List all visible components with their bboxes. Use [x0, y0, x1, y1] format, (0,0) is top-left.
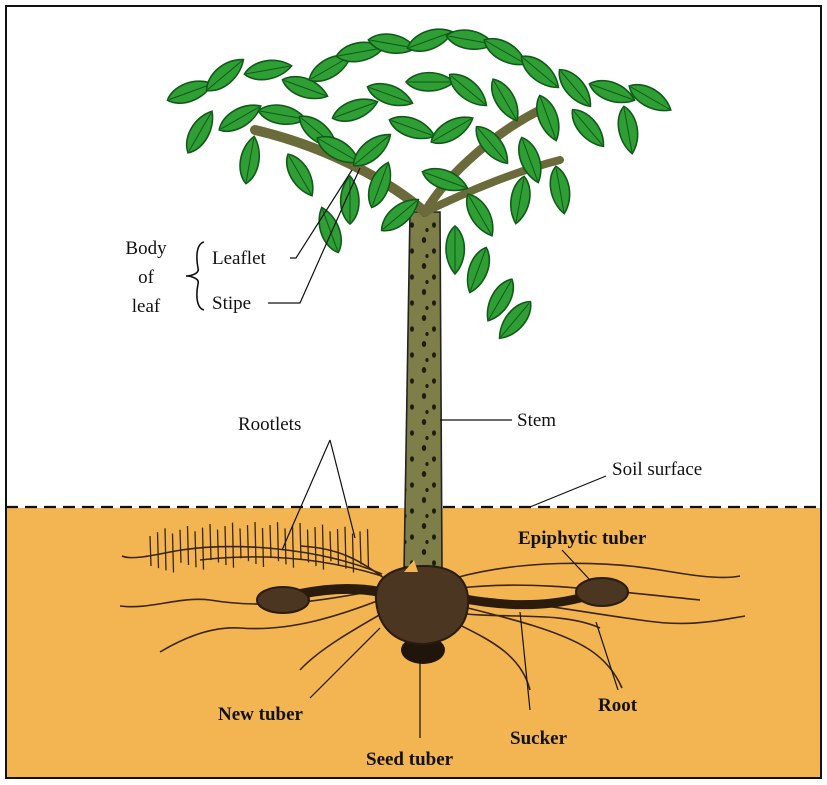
label-root: Root: [598, 695, 638, 716]
label-sucker: Sucker: [510, 728, 568, 749]
label-leaflet: Leaflet: [212, 248, 267, 269]
label-leaf: leaf: [132, 296, 161, 317]
stem: [404, 212, 442, 572]
label-body: Body: [125, 238, 167, 259]
label-of: of: [138, 267, 155, 288]
label-epiphytic-tuber: Epiphytic tuber: [518, 528, 647, 549]
label-rootlets: Rootlets: [238, 414, 301, 435]
label-seed-tuber: Seed tuber: [366, 749, 454, 770]
label-stem: Stem: [517, 410, 556, 431]
label-soil-surface: Soil surface: [612, 459, 702, 480]
main-tuber-shape: [376, 566, 468, 644]
label-new-tuber: New tuber: [218, 704, 304, 725]
epiphytic-tuber-shape: [576, 578, 628, 606]
new-tuber-shape: [257, 587, 309, 613]
label-stipe: Stipe: [212, 293, 251, 314]
